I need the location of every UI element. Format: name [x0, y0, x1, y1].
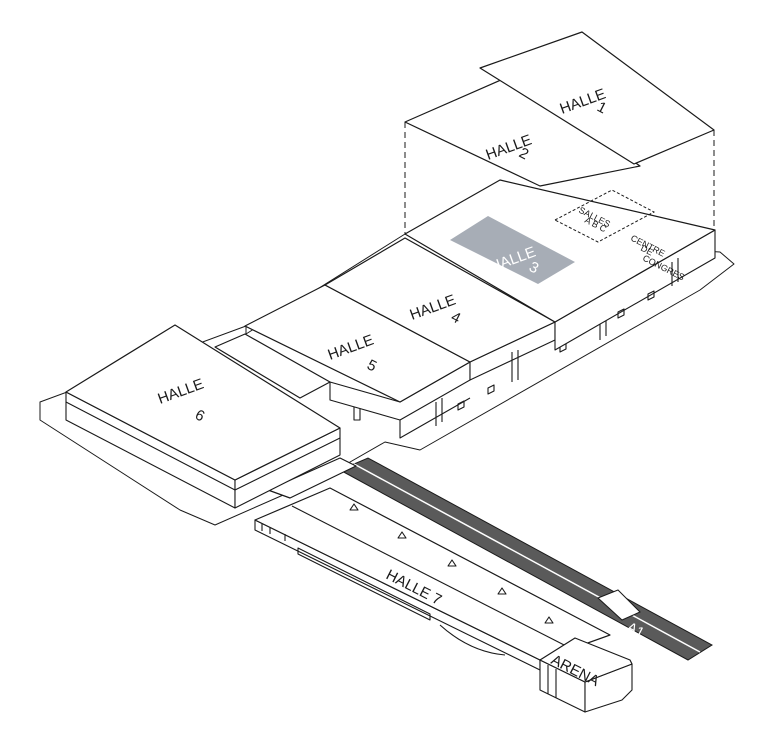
a1-road-sign — [597, 589, 641, 621]
halle-1-building[interactable]: HALLE 1 — [479, 31, 715, 165]
halle-1-roof — [479, 31, 715, 165]
a1-road-label: A1 — [625, 618, 648, 640]
halle-7-ridge — [291, 505, 571, 649]
halle-3-highlight — [450, 216, 575, 284]
halle-4-details — [399, 350, 519, 439]
a1-road: A1 — [338, 457, 713, 661]
halle-7-curve — [439, 624, 506, 656]
halle-3-building[interactable]: HALLE 3 SALLES A B C CENTRE DE CONGRES — [404, 179, 716, 351]
salles-outline — [553, 189, 656, 243]
halle-6-roof — [65, 324, 341, 481]
halle-7-building[interactable]: HALLE 7 — [254, 487, 611, 671]
halle-7-ends — [261, 524, 286, 541]
halle-3-roof — [404, 179, 716, 323]
halle-7-side-panel — [297, 547, 431, 621]
halle-7-roof — [254, 487, 611, 661]
connector-link — [267, 457, 357, 499]
halle-6-building[interactable]: HALLE 6 — [65, 324, 341, 509]
arena-building[interactable]: ARENA — [539, 637, 633, 713]
halle-2-building[interactable]: HALLE 2 — [404, 75, 641, 187]
centre-pillars — [617, 258, 679, 319]
arena-roof — [539, 637, 633, 683]
halle-2-roof — [404, 75, 641, 187]
a1-road-lane-line — [353, 463, 701, 653]
arena-pillars — [547, 665, 557, 698]
halle-7-roof-units — [349, 503, 554, 624]
upper-halls: HALLE 2 HALLE 1 — [404, 31, 715, 234]
halle-6-ledge — [65, 401, 341, 491]
ground-details — [435, 312, 607, 426]
